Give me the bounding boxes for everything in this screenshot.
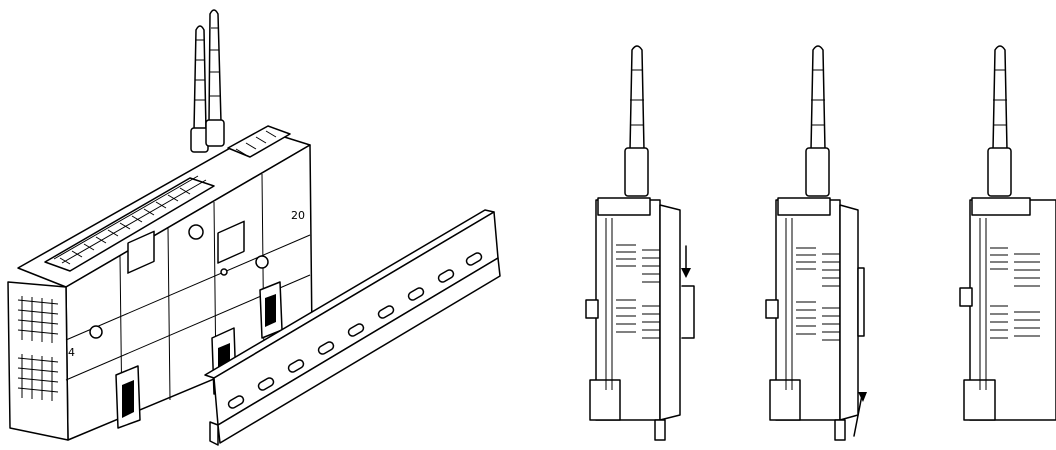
mark-4: 4 — [68, 346, 75, 359]
step-1-module — [585, 197, 681, 441]
step-2-led-grid — [796, 247, 840, 341]
step-1-arrow-down — [681, 245, 691, 278]
perspective-panel: 20 4 — [7, 9, 501, 446]
top-right-terminal-block — [227, 125, 291, 158]
step-2-arrow-up — [853, 392, 867, 437]
step-3-panel — [959, 45, 1056, 421]
step-2-panel — [765, 45, 867, 441]
antenna-left — [190, 25, 209, 153]
step-3-led-grid — [990, 247, 1040, 339]
module-body: 20 4 — [7, 125, 313, 441]
din-rail — [204, 209, 501, 446]
step-1-panel — [585, 45, 695, 441]
antenna-right — [205, 9, 225, 147]
step-3-module — [959, 197, 1056, 421]
step-1-led-grid — [616, 244, 660, 339]
left-side-led-grid — [17, 296, 59, 401]
step-3-antenna — [987, 45, 1012, 197]
mounting-holes — [89, 224, 269, 339]
step-2-antenna — [805, 45, 830, 197]
din-rail-slots — [227, 252, 483, 409]
step-1-rail-profile — [681, 285, 695, 339]
top-terminal-block — [44, 175, 215, 272]
step-2-module — [765, 197, 865, 441]
mark-20: 20 — [291, 209, 305, 222]
step-1-antenna — [624, 45, 649, 197]
din-clips — [115, 220, 283, 429]
